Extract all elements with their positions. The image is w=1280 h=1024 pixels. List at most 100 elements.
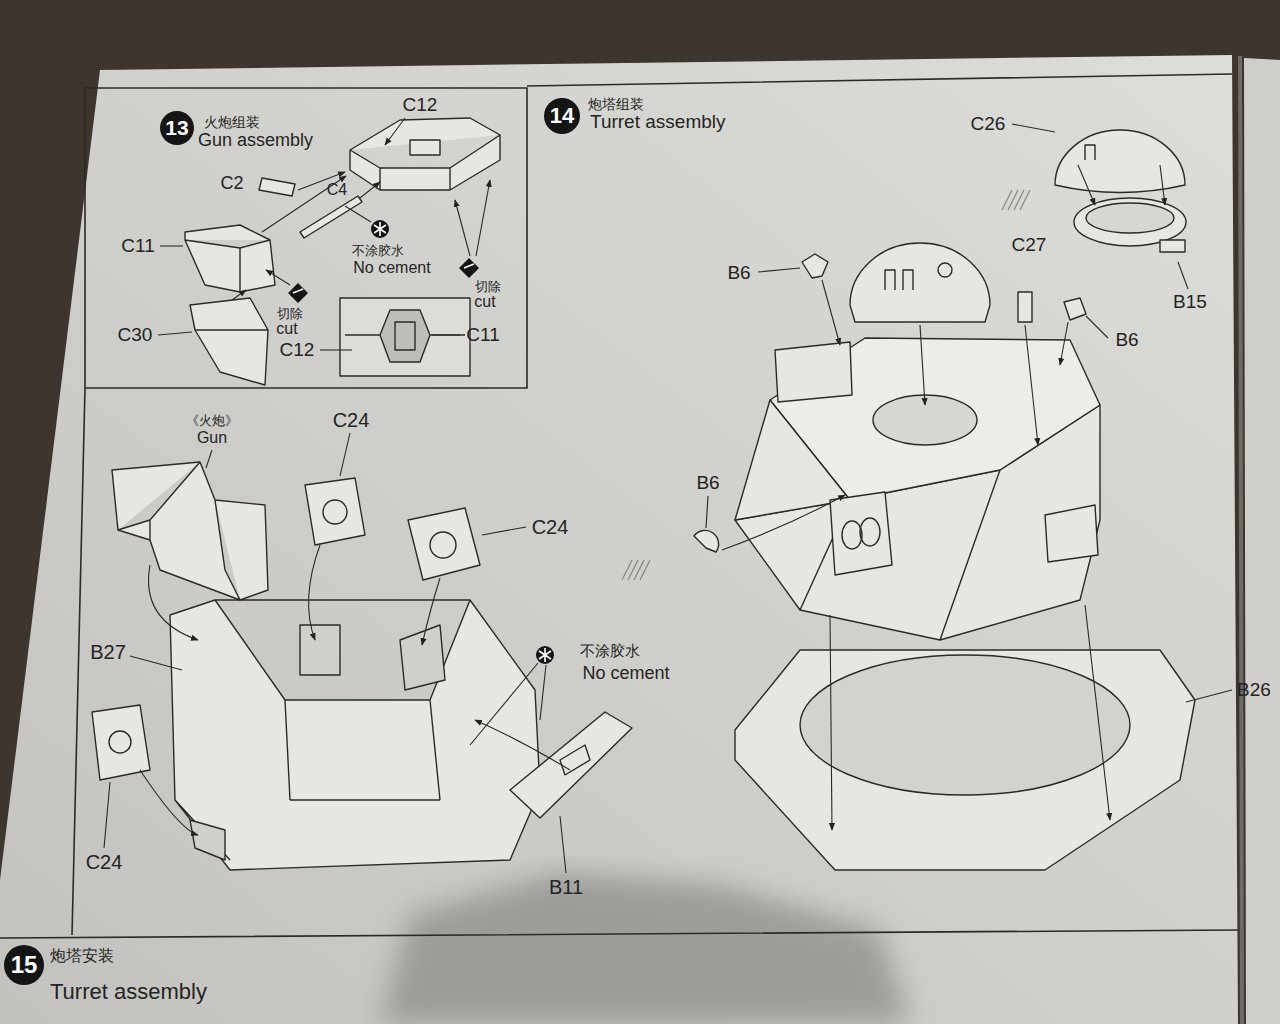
detail-inset [340, 298, 470, 376]
leader-arrow [309, 545, 320, 640]
periscope-lens [842, 521, 862, 549]
no-cement-symbol [371, 220, 554, 664]
label-anchor: C26 [971, 113, 1006, 135]
gun-breech-part [350, 118, 500, 190]
ring-tab [1160, 240, 1185, 252]
hatch-dome [1055, 130, 1185, 193]
label-anchor: C24 [86, 851, 123, 874]
asterisk [539, 648, 551, 662]
label-anchor: C30 [118, 324, 153, 346]
gun-mount [775, 342, 852, 402]
note-text: Gun [197, 429, 227, 446]
label-anchor: B6 [727, 262, 750, 284]
step-heading-holder: Turret assembly [590, 111, 726, 133]
step-heading: 炮塔组装 [588, 96, 644, 112]
note-text: 不涂胶水 [580, 642, 640, 659]
leader-arrow [822, 280, 840, 345]
leader-arrow [140, 770, 198, 835]
label-anchor: C2 [220, 173, 243, 194]
part-number: C12 [280, 339, 315, 360]
section-view [345, 310, 465, 362]
part-number: C12 [403, 94, 438, 115]
part-number: B6 [1115, 329, 1138, 350]
small-pin [1018, 292, 1032, 322]
label-anchor: cut [276, 320, 297, 338]
part-number: B15 [1173, 291, 1207, 312]
leader-line [158, 332, 192, 335]
label-anchor: B6 [696, 472, 719, 494]
vision-block [305, 478, 365, 545]
label-anchor: C4 [327, 181, 347, 199]
pin-part [259, 178, 295, 196]
periscope-lens [860, 518, 880, 546]
part-number: C24 [333, 409, 370, 431]
step-number: 13 [165, 116, 188, 140]
hatch-pattern [622, 190, 1030, 580]
leader-line [340, 433, 350, 476]
page-gutter [1240, 56, 1242, 1024]
step-number: 14 [550, 103, 574, 128]
label-anchor: B11 [549, 876, 583, 899]
mantlet-part [190, 298, 268, 385]
step-heading: 炮塔安装 [50, 947, 114, 964]
leader-arrow [476, 180, 490, 256]
cupola-dome [850, 243, 990, 322]
leader-line [432, 334, 460, 335]
step-heading-holder: 炮塔组装 [588, 95, 644, 113]
part-number: C11 [466, 324, 499, 345]
hand-shadow [380, 872, 910, 1024]
step-number-circle: 14炮塔组装Turret assembly [544, 98, 580, 134]
part-number: C27 [1012, 234, 1047, 255]
no-cement-symbol [371, 220, 389, 238]
label-anchor: B6 [1115, 329, 1138, 351]
leader-arrow [455, 200, 470, 256]
part-number: B27 [90, 641, 126, 663]
label-anchor: 不涂胶水 [580, 642, 640, 660]
leader-arrow [475, 720, 570, 770]
turret-window [190, 625, 445, 860]
leader-arrow [149, 565, 198, 640]
leader-arrow [1078, 165, 1095, 205]
part-number: C24 [532, 516, 569, 538]
part-number: C2 [220, 173, 243, 193]
label-anchor: C27 [1012, 234, 1047, 256]
label-anchor: C12 [403, 94, 438, 116]
vision-block [92, 705, 150, 780]
label-anchor: 切除 [475, 277, 501, 295]
leader-arrow [360, 182, 380, 198]
next-page [1244, 58, 1280, 1024]
leader-line [1012, 124, 1055, 132]
label-anchor: C12 [280, 339, 315, 361]
step-number-circle: 13火炮组装Gun assembly [160, 111, 194, 145]
leader-arrow [232, 290, 246, 300]
note-text: 不涂胶水 [352, 243, 404, 258]
vision-port [323, 500, 347, 524]
turret-shell [170, 600, 540, 870]
label-anchor: 切除 [277, 304, 303, 322]
no-cement-symbol [536, 646, 554, 664]
leader-line [160, 245, 183, 246]
leader-line [104, 782, 110, 848]
leader-line [1178, 262, 1188, 289]
label-anchor: cut [474, 293, 495, 311]
part-number: C26 [971, 113, 1006, 134]
step-heading-holder: 火炮组装 [204, 113, 260, 131]
note-text: cut [474, 293, 495, 310]
label-anchor: C11 [121, 235, 154, 257]
part-number: B6 [727, 262, 750, 283]
leader-line [706, 496, 708, 528]
leader-arrow [830, 615, 832, 830]
label-anchor: No cement [353, 259, 430, 277]
leader-arrow [722, 495, 845, 550]
leader-line [1086, 316, 1108, 338]
part-number: C24 [86, 851, 123, 873]
label-anchor: B15 [1173, 291, 1207, 313]
note-text: No cement [353, 259, 430, 276]
side-vision-block [1045, 505, 1098, 562]
leader-arrow [422, 578, 440, 645]
vision-port [109, 731, 131, 753]
leader-arrow [385, 118, 405, 145]
